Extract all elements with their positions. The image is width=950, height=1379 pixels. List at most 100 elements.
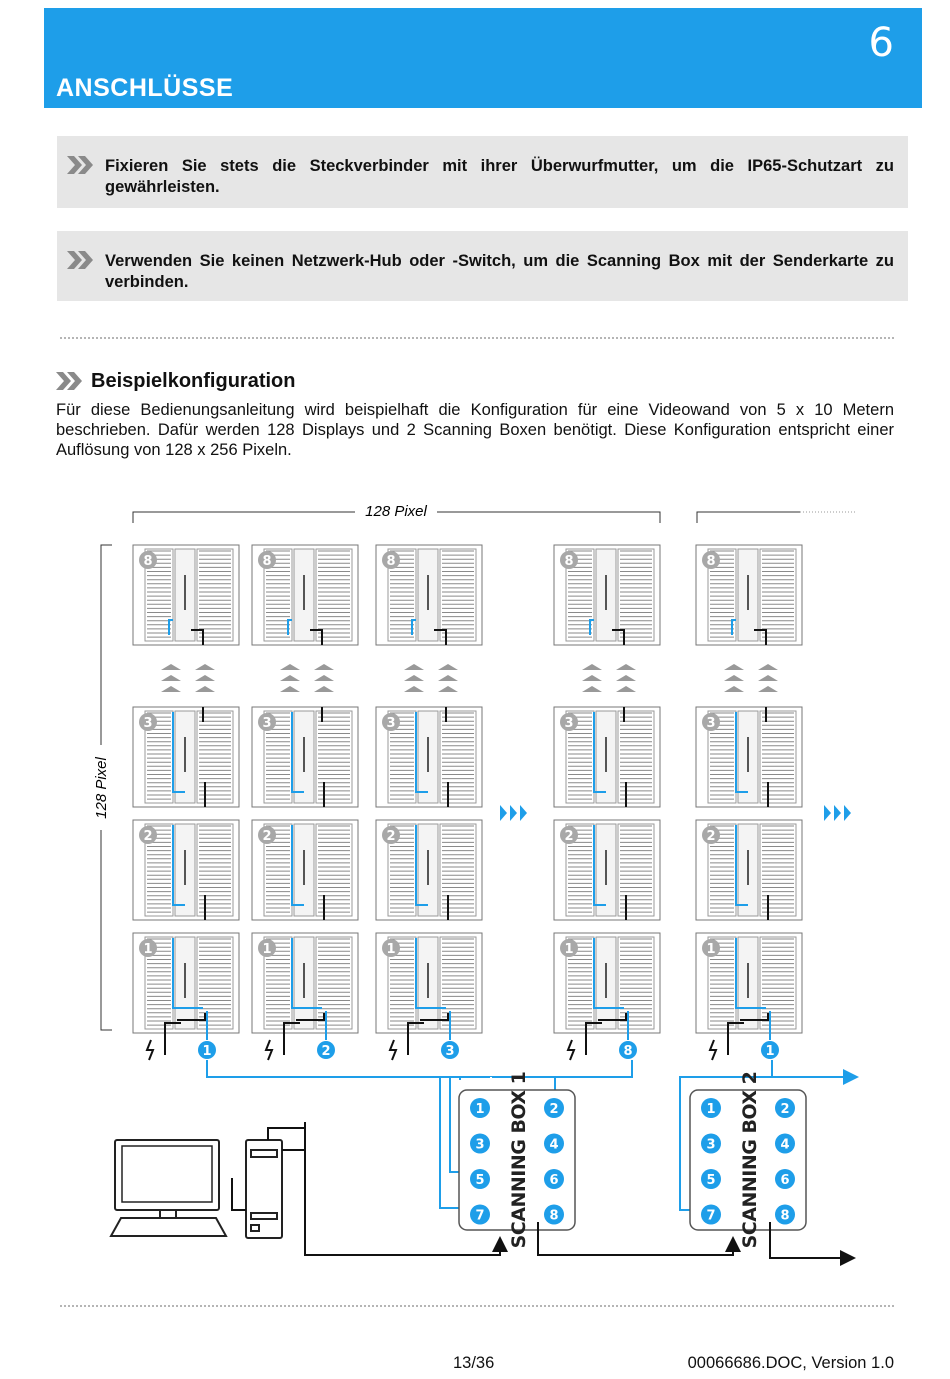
slat-frame-right [617, 548, 655, 642]
box-port-badge [701, 1204, 721, 1225]
row-badge-number: 8 [564, 554, 573, 569]
row-badge-number: 3 [262, 716, 271, 731]
row-badge-number: 3 [386, 716, 395, 731]
row-badge [560, 826, 578, 844]
slat-frame-left [387, 548, 417, 642]
up-arrow-icon [195, 675, 215, 681]
slat-frame-right [759, 548, 797, 642]
up-arrow-icon [438, 664, 458, 670]
slat-frame-right [439, 710, 477, 804]
row-badge-number: 1 [262, 942, 271, 957]
slat-frame-left [263, 548, 293, 642]
box-port-number: 6 [549, 1173, 558, 1188]
panel-slats [710, 550, 794, 638]
continuation-arrows [724, 664, 778, 692]
power-icon [145, 1039, 155, 1061]
power-feed [283, 1022, 300, 1055]
up-arrow-icon [161, 675, 181, 681]
display-panel: 8 [553, 544, 661, 646]
up-arrow-icon [616, 664, 636, 670]
slat-frame-left [707, 548, 737, 642]
row-badge-number: 8 [143, 554, 152, 569]
row-badge [139, 551, 157, 569]
panel-slats [710, 825, 794, 913]
row-badge [702, 713, 720, 731]
port-badge-number: 3 [445, 1044, 454, 1059]
up-arrow-icon [280, 675, 300, 681]
row-badge-number: 2 [143, 829, 152, 844]
slat-frame-right [196, 710, 234, 804]
up-arrow-icon [161, 686, 181, 692]
bus-to-box1-port7 [439, 1077, 462, 1209]
display-panel: 8 [251, 544, 359, 646]
box-port-badge [544, 1133, 564, 1154]
row-badge-number: 8 [386, 554, 395, 569]
panel-slats [147, 550, 231, 638]
up-arrow-icon [758, 664, 778, 670]
box-port-number: 2 [549, 1102, 558, 1117]
more-columns-icon [500, 805, 527, 821]
power-cable [740, 629, 769, 1021]
slat-frame-right [439, 823, 477, 917]
row-badge [560, 551, 578, 569]
row-badge [382, 551, 400, 569]
cable-pc-top [282, 1122, 306, 1151]
up-arrow-icon [582, 664, 602, 670]
up-arrow-icon [314, 664, 334, 670]
display-panel: 1 [132, 932, 240, 1034]
row-badge [702, 939, 720, 957]
page-number: 13/36 [453, 1354, 495, 1372]
up-arrow-icon [758, 675, 778, 681]
panel-slats [390, 712, 474, 800]
port-badge [619, 1041, 637, 1059]
slat-frame-left [144, 548, 174, 642]
panel-slats [710, 938, 794, 1026]
slat-frame-right [196, 823, 234, 917]
slat-frame-right [315, 548, 353, 642]
continuation-arrows [582, 664, 636, 692]
power-icon [264, 1039, 274, 1061]
up-arrow-icon [582, 675, 602, 681]
display-panel: 1 [695, 932, 803, 1034]
panel-slats [568, 712, 652, 800]
row-badge-number: 2 [386, 829, 395, 844]
power-feed [727, 1022, 744, 1055]
width-dimension-line-2 [696, 511, 800, 523]
footer-divider [60, 1305, 894, 1307]
slat-frame-right [617, 710, 655, 804]
box-port-number: 8 [780, 1209, 789, 1224]
slat-frame-right [439, 936, 477, 1030]
column-cabling [731, 619, 769, 1021]
display-panel: 1 [251, 932, 359, 1034]
data-cable [411, 619, 446, 1009]
display-panel: 1 [553, 932, 661, 1034]
panel-slats [390, 938, 474, 1026]
box-port-number: 5 [706, 1173, 715, 1188]
box-port-badge [544, 1098, 564, 1118]
box-port-badge [470, 1204, 490, 1225]
display-panel: 3 [132, 706, 240, 808]
data-bus-line [206, 1060, 633, 1078]
display-panel: 2 [132, 819, 240, 921]
panel-slats [147, 712, 231, 800]
height-label: 128 Pixel [93, 756, 110, 818]
slat-frame-right [315, 710, 353, 804]
row-badge [258, 713, 276, 731]
box-port-badge [775, 1098, 795, 1118]
bus-to-box1-port5 [449, 1077, 462, 1173]
continuation-arrows [280, 664, 334, 692]
up-arrow-icon [724, 664, 744, 670]
slat-frame-right [759, 823, 797, 917]
display-panel: 1 [375, 932, 483, 1034]
box-port-number: 2 [780, 1102, 789, 1117]
row-badge-number: 8 [262, 554, 271, 569]
row-badge-number: 1 [143, 942, 152, 957]
column-cabling [411, 619, 449, 1021]
port-badge [317, 1041, 335, 1059]
panel-slats [266, 550, 350, 638]
display-panel: 8 [132, 544, 240, 646]
row-badge [382, 713, 400, 731]
box-port-number: 3 [706, 1138, 715, 1153]
